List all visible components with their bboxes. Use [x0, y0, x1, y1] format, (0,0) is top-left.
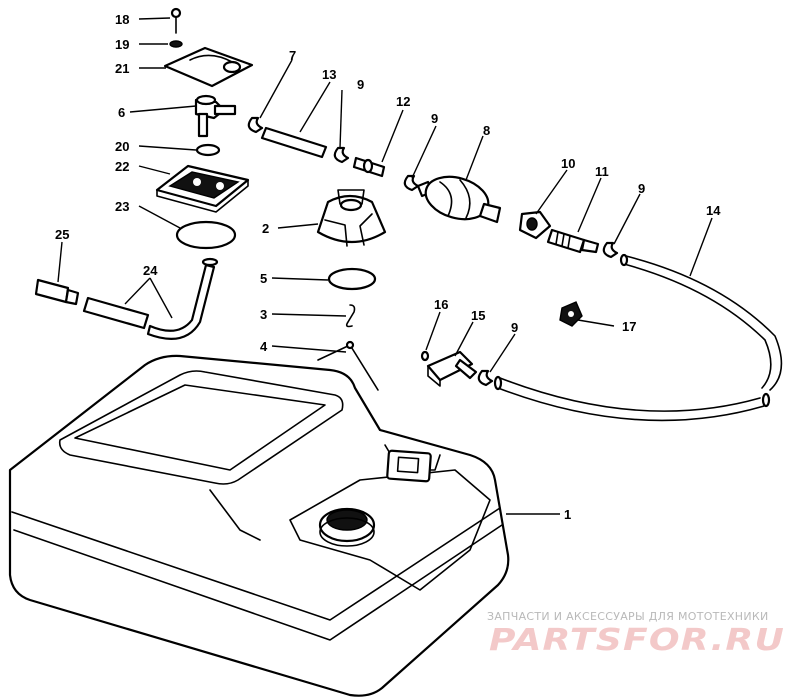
- part-5-o-ring: [327, 267, 377, 291]
- part-13-hose: [260, 126, 328, 159]
- callout-5: 5: [260, 271, 267, 286]
- part-8-primer-bulb: [416, 175, 502, 224]
- callout-1: 1: [564, 507, 571, 522]
- part-23-gasket: [175, 220, 237, 250]
- part-10-coupler: [518, 210, 552, 240]
- callout-14: 14: [706, 203, 721, 218]
- part-17-clip: [559, 301, 583, 327]
- callout-9d: 9: [511, 320, 518, 335]
- callout-9c: 9: [638, 181, 645, 196]
- callout-24: 24: [143, 263, 158, 278]
- part-22-valve-plate: [155, 164, 250, 213]
- part-9-clamp-b: [403, 174, 420, 192]
- part-1-fuel-tank: [8, 354, 510, 697]
- part-4-float-arm: [317, 340, 379, 391]
- watermark: ЗАПЧАСТИ И АКСЕССУАРЫ ДЛЯ МОТОТЕХНИКИ PA…: [487, 610, 785, 658]
- part-11-fitting: [546, 228, 600, 254]
- callout-19: 19: [115, 37, 129, 52]
- callout-16: 16: [434, 297, 448, 312]
- leader-lines: [57, 17, 713, 515]
- part-3-clip: [345, 304, 356, 328]
- part-25-connector: [34, 278, 80, 306]
- callout-13: 13: [322, 67, 336, 82]
- part-2-fuel-pickup: [316, 189, 387, 247]
- part-12-check-valve: [352, 156, 386, 178]
- callout-4: 4: [260, 339, 268, 354]
- callout-numbers: 1 2 3 4 5 6 7 8 9 9 9 9 10 11 12 13 14 1…: [55, 12, 721, 522]
- watermark-logo: PARTSFOR.RU: [489, 623, 785, 658]
- callout-15: 15: [471, 308, 485, 323]
- callout-9b: 9: [431, 111, 438, 126]
- part-18-screw: [170, 7, 182, 34]
- callout-6: 6: [118, 105, 125, 120]
- callout-11: 11: [595, 164, 609, 179]
- part-9-clamp-a: [333, 146, 350, 164]
- part-19-washer: [169, 40, 183, 48]
- callout-25: 25: [55, 227, 69, 242]
- callout-23: 23: [115, 199, 129, 214]
- callout-10: 10: [561, 156, 575, 171]
- part-21-clamp-plate: [163, 46, 254, 88]
- callout-7: 7: [289, 48, 296, 63]
- part-16-o-ring: [420, 350, 430, 362]
- callout-8: 8: [483, 123, 490, 138]
- part-15-tank-connector: [426, 350, 478, 387]
- callout-21: 21: [115, 61, 129, 76]
- part-14-fuel-line: [493, 253, 783, 422]
- part-6-elbow-fitting: [194, 94, 237, 138]
- callout-3: 3: [260, 307, 267, 322]
- callout-12: 12: [396, 94, 410, 109]
- callout-20: 20: [115, 139, 129, 154]
- callout-22: 22: [115, 159, 129, 174]
- part-9-clamp-d: [477, 369, 494, 387]
- callout-2: 2: [262, 221, 269, 236]
- callout-9a: 9: [357, 77, 364, 92]
- callout-17: 17: [622, 319, 636, 334]
- part-24-hose: [82, 257, 219, 340]
- callout-18: 18: [115, 12, 129, 27]
- part-20-o-ring: [195, 143, 221, 157]
- watermark-caption: ЗАПЧАСТИ И АКСЕССУАРЫ ДЛЯ МОТОТЕХНИКИ: [487, 610, 769, 623]
- part-9-clamp-c: [602, 241, 619, 259]
- part-7-clamp: [247, 116, 264, 134]
